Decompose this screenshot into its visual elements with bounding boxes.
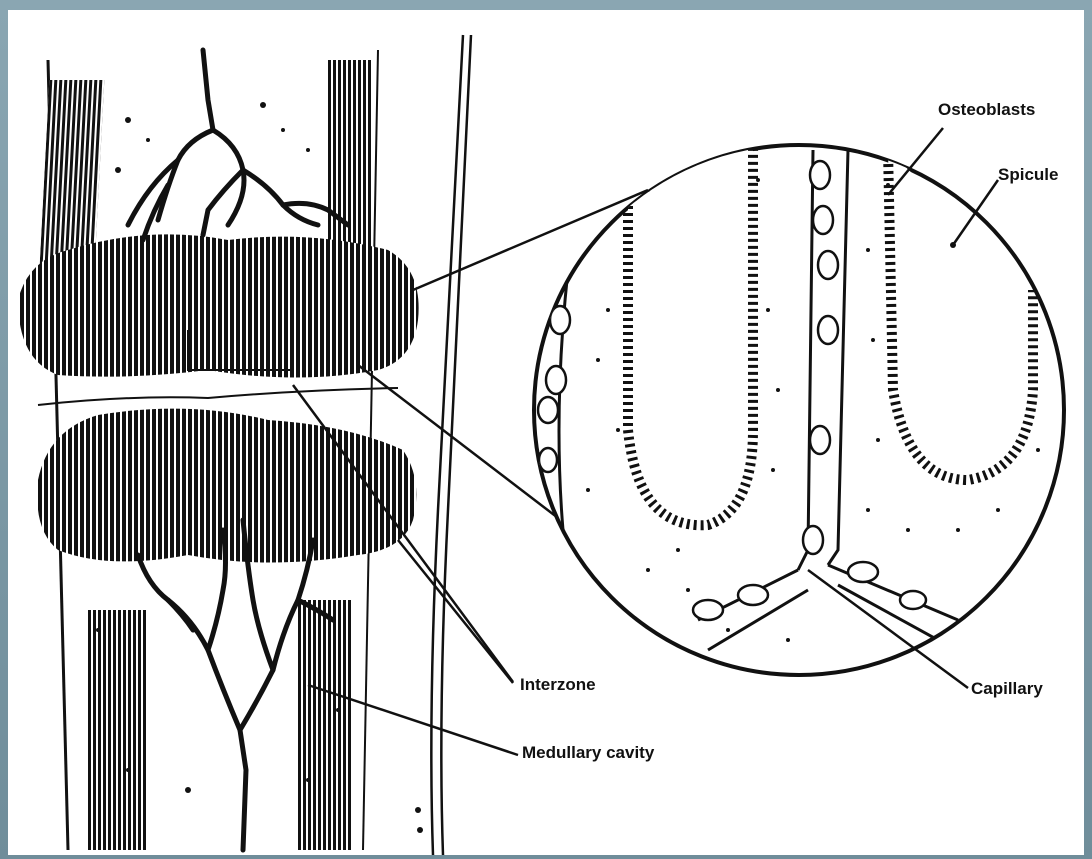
label-interzone: Interzone (520, 675, 596, 695)
label-capillary: Capillary (971, 679, 1043, 699)
upper-ossification-zone (18, 234, 419, 377)
upper-vessel-tree (128, 50, 348, 240)
label-medullary-cavity: Medullary cavity (522, 743, 654, 763)
lower-ossification-zone (37, 409, 416, 563)
label-osteoblasts: Osteoblasts (938, 100, 1035, 120)
diagram-panel: Osteoblasts Spicule Interzone Capillary … (8, 10, 1084, 855)
label-spicule: Spicule (998, 165, 1058, 185)
magnified-view (534, 145, 1064, 675)
bone-ossification-diagram (8, 10, 1084, 855)
